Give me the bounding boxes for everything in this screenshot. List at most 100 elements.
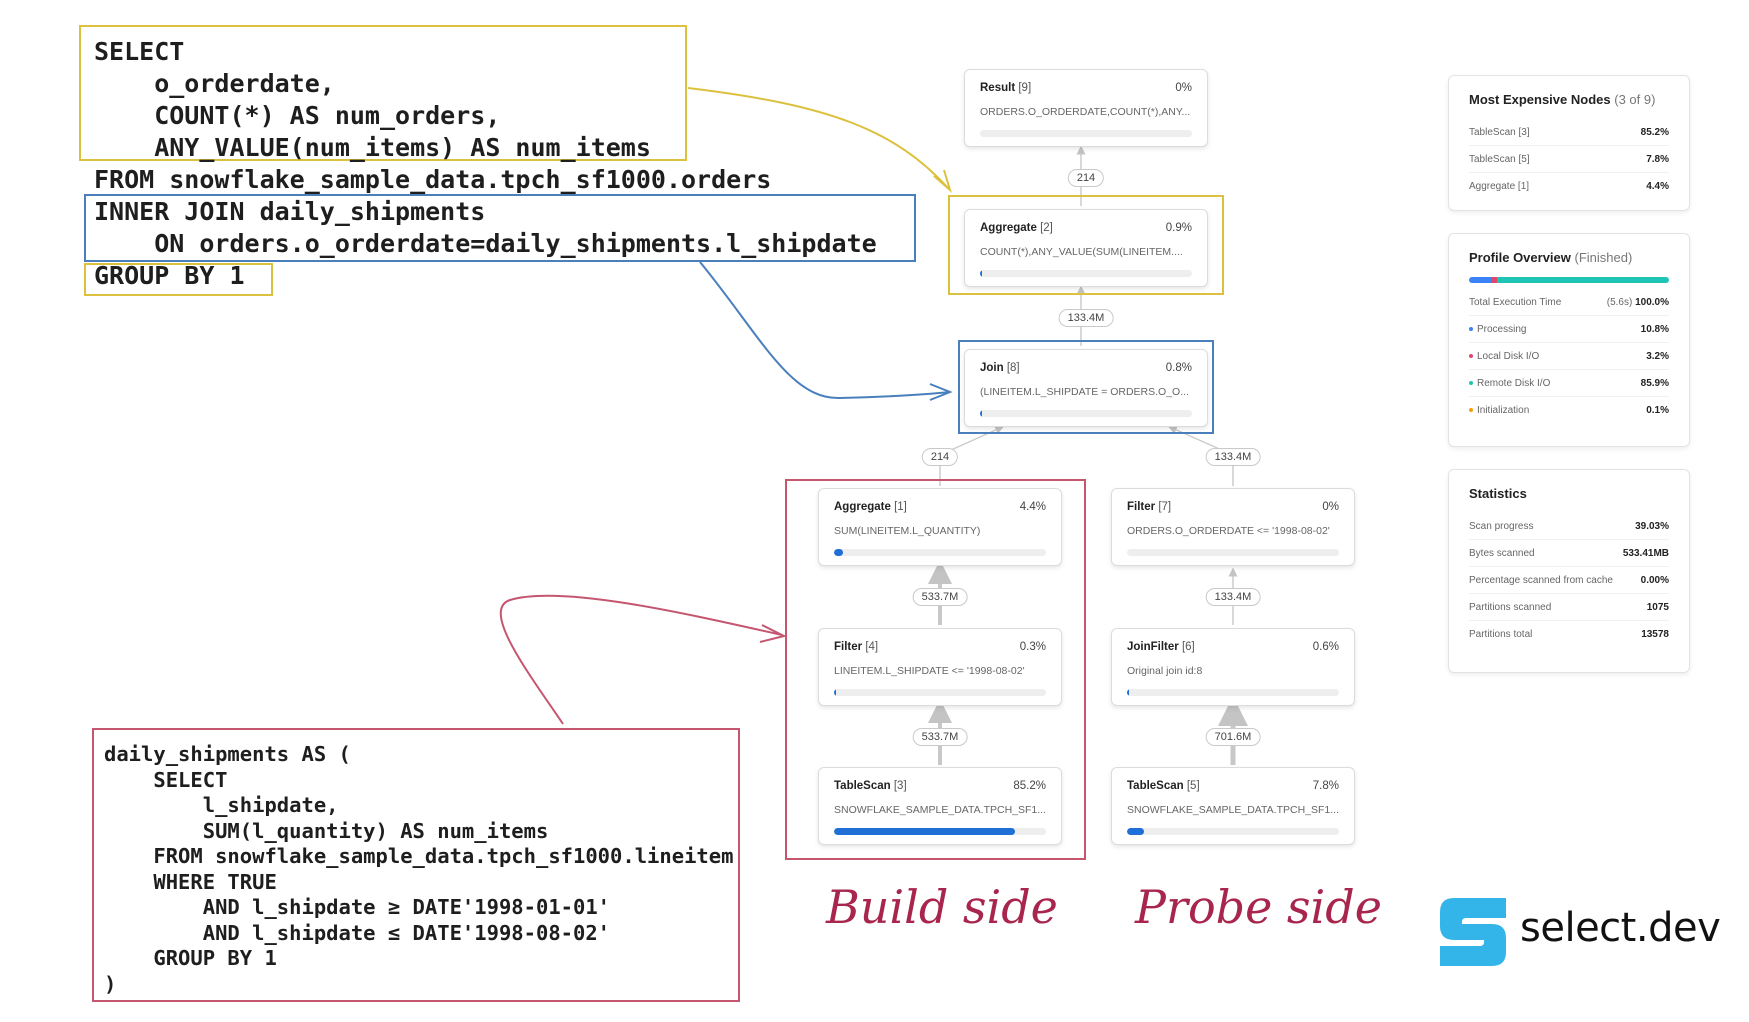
panel-row-value: 85.2% [1640, 126, 1669, 138]
panel-row-label: Percentage scanned from cache [1469, 574, 1613, 586]
plan-node-join-8[interactable]: Join [8]0.8%(LINEITEM.L_SHIPDATE = ORDER… [964, 349, 1208, 427]
plan-node-tablescan-3[interactable]: TableScan [3]85.2%SNOWFLAKE_SAMPLE_DATA.… [818, 767, 1062, 845]
node-cost-bar [980, 410, 1192, 417]
blue-annotation-arrow [699, 261, 951, 400]
panel-row-value: 1075 [1646, 601, 1669, 613]
execution-breakdown-list: Processing 10.8% Local Disk I/O 3.2% Remote … [1469, 316, 1669, 423]
node-id: [1] [890, 501, 907, 513]
panel-row-label: TableScan [5] [1469, 153, 1530, 165]
panel-row-label: Partitions total [1469, 628, 1533, 640]
node-id: [5] [1183, 780, 1200, 792]
yellow-annotation-arrow [687, 87, 949, 189]
node-percentage: 0.6% [1312, 641, 1339, 653]
node-id: [6] [1178, 641, 1195, 653]
node-name: Aggregate [834, 501, 891, 513]
plan-node-filter-7[interactable]: Filter [7]0%ORDERS.O_ORDERDATE <= '1998-… [1111, 488, 1355, 566]
most-expensive-nodes-title: Most Expensive Nodes (3 of 9) [1469, 92, 1656, 107]
node-cost-bar-fill [834, 828, 1015, 835]
panel-row-value: 4.4% [1646, 180, 1669, 192]
profile-overview-title: Profile Overview (Finished) [1469, 250, 1633, 265]
edge-count-join8-agg2: 133.4M [1058, 309, 1114, 327]
execution-breakdown-row: Local Disk I/O 3.2% [1469, 343, 1669, 370]
legend-dot-icon [1469, 353, 1473, 358]
sql-join-highlight [84, 194, 916, 262]
node-percentage: 0.9% [1165, 222, 1192, 234]
yellow-annotation-arrowhead [933, 169, 952, 194]
node-name: TableScan [1127, 780, 1184, 792]
execution-breakdown-value: 10.8% [1640, 323, 1669, 335]
node-percentage: 7.8% [1312, 780, 1339, 792]
brand-name: select.dev [1520, 905, 1721, 951]
legend-dot-icon [1469, 407, 1473, 412]
profile-overview-panel: Profile Overview (Finished) Total Execut… [1448, 233, 1690, 447]
panel-row-value: 533.41MB [1622, 547, 1669, 559]
node-title: TableScan [3] [834, 780, 907, 792]
node-percentage: 0% [1322, 501, 1339, 513]
build-side-label: Build side [826, 880, 1058, 934]
execution-breakdown-value: 3.2% [1646, 350, 1669, 362]
node-detail: SUM(LINEITEM.L_QUANTITY) [834, 525, 981, 537]
statistics-title: Statistics [1469, 486, 1527, 501]
plan-node-result-9[interactable]: Result [9] 0% ORDERS.O_ORDERDATE,COUNT(*),… [964, 69, 1208, 147]
edge-count-joinfilter6-filter7: 133.4M [1205, 588, 1261, 606]
execution-breakdown-label: Initialization [1469, 405, 1529, 416]
panel-row-label: Aggregate [1] [1469, 180, 1530, 192]
node-title: TableScan [5] [1127, 780, 1200, 792]
execution-breakdown-value: 0.1% [1646, 404, 1669, 416]
execution-time-bar [1469, 277, 1669, 283]
plan-node-tablescan-5[interactable]: TableScan [5]7.8%SNOWFLAKE_SAMPLE_DATA.T… [1111, 767, 1355, 845]
node-title: Aggregate [1] [834, 501, 907, 513]
node-id: [3] [890, 780, 907, 792]
panel-row-label: Partitions scanned [1469, 601, 1552, 613]
node-detail: (LINEITEM.L_SHIPDATE = ORDERS.O_O... [980, 386, 1189, 398]
node-id: [7] [1155, 501, 1172, 513]
node-percentage: 85.2% [1013, 780, 1046, 792]
node-cost-bar [834, 828, 1046, 835]
most-expensive-nodes-panel: Most Expensive Nodes (3 of 9) TableScan … [1448, 75, 1690, 211]
node-detail: ORDERS.O_ORDERDATE,COUNT(*),ANY... [980, 106, 1191, 118]
execution-breakdown-label-text: Local Disk I/O [1477, 350, 1540, 362]
plan-node-aggregate-1[interactable]: Aggregate [1]4.4%SUM(LINEITEM.L_QUANTITY… [818, 488, 1062, 566]
node-name: JoinFilter [1127, 641, 1179, 653]
probe-side-label: Probe side [1135, 880, 1382, 934]
plan-node-joinfilter-6[interactable]: JoinFilter [6]0.6%Original join id:8 [1111, 628, 1355, 706]
panel-row-value: 7.8% [1646, 153, 1669, 165]
node-cost-bar-fill [980, 410, 982, 417]
node-cost-bar [1127, 828, 1339, 835]
plan-node-filter-4[interactable]: Filter [4]0.3%LINEITEM.L_SHIPDATE <= '19… [818, 628, 1062, 706]
edge-count-scan3-filter4: 533.7M [912, 728, 968, 746]
execution-breakdown-label: Remote Disk I/O [1469, 378, 1550, 389]
node-title: Result [9] [980, 82, 1031, 94]
node-id: [8] [1003, 362, 1020, 374]
legend-dot-icon [1469, 380, 1473, 385]
panel-row: Percentage scanned from cache 0.00% [1469, 567, 1669, 594]
node-name: Aggregate [980, 222, 1037, 234]
plan-node-aggregate-2[interactable]: Aggregate [2]0.9%COUNT(*),ANY_VALUE(SUM(… [964, 209, 1208, 287]
execution-breakdown-row: Remote Disk I/O 85.9% [1469, 370, 1669, 397]
node-name: Result [980, 82, 1016, 94]
execution-breakdown-label-text: Processing [1477, 323, 1527, 335]
execution-breakdown-label-text: Remote Disk I/O [1477, 377, 1551, 389]
aggregate-node-highlight [948, 195, 1224, 295]
execution-breakdown-value: 85.9% [1640, 377, 1669, 389]
node-title: Filter [7] [1127, 501, 1171, 513]
node-cost-bar [834, 689, 1046, 696]
execution-breakdown-label: Processing [1469, 324, 1526, 335]
panel-row: TableScan [5] 7.8% [1469, 146, 1669, 173]
panel-row: Partitions scanned 1075 [1469, 594, 1669, 621]
node-cost-bar-fill [1127, 828, 1144, 835]
node-title: Join [8] [980, 362, 1020, 374]
node-cost-bar [1127, 689, 1339, 696]
node-percentage: 0% [1175, 82, 1192, 94]
sql-select-highlight [79, 25, 687, 161]
panel-row-value: 0.00% [1640, 574, 1669, 586]
most-expensive-nodes-list: TableScan [3]85.2%TableScan [5]7.8%Aggre… [1469, 119, 1669, 199]
build-side-highlight [785, 479, 1086, 860]
node-title: JoinFilter [6] [1127, 641, 1195, 653]
panel-row-value: 39.03% [1635, 520, 1669, 532]
blue-annotation-arrowhead [929, 383, 953, 401]
join-node-highlight [958, 340, 1214, 434]
